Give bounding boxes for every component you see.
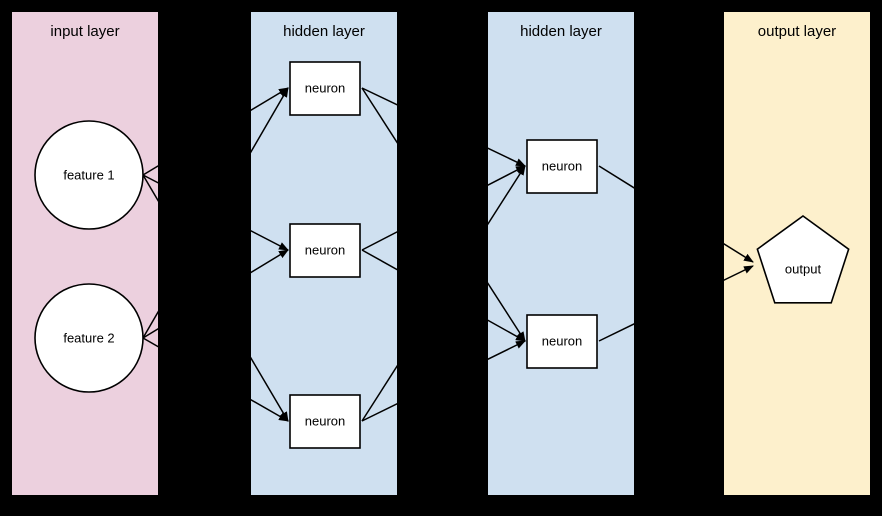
input-node-feature-1-label: feature 1: [63, 167, 114, 182]
layer-title-hidden2: hidden layer: [520, 23, 602, 40]
layer-output-nodes: output: [756, 215, 850, 304]
input-node-feature-1[interactable]: [34, 120, 144, 230]
edge-hidden1-1-to-hidden2-0: [361, 165, 526, 251]
input-node-feature-2-label: feature 2: [63, 330, 114, 345]
layer-hidden1-nodes: neuron neuron neuron: [289, 61, 361, 449]
edge-input-0-to-hidden1-2: [142, 174, 289, 422]
output-node-pentagon[interactable]: [756, 215, 850, 304]
edge-hidden1-2-to-hidden2-1: [361, 340, 526, 422]
hidden1-node-neuron-2[interactable]: [289, 223, 361, 278]
layer-title-hidden1: hidden layer: [283, 23, 365, 40]
hidden1-node-neuron-3[interactable]: [289, 394, 361, 449]
layer-input-nodes: feature 1 feature 2: [34, 120, 144, 393]
output-node-label: output: [785, 261, 822, 276]
edge-hidden1-1-to-hidden2-1: [361, 249, 526, 342]
layer-titles: input layer hidden layer hidden layer ou…: [50, 23, 836, 40]
hidden2-node-neuron-2-label: neuron: [542, 333, 582, 348]
edge-hidden1-2-to-hidden2-0: [361, 165, 526, 422]
hidden2-node-neuron-1-label: neuron: [542, 158, 582, 173]
layer-panel-input[interactable]: [12, 12, 158, 495]
edge-hidden1-0-to-hidden2-0: [361, 87, 526, 167]
hidden1-node-neuron-1-label: neuron: [305, 80, 345, 95]
edge-input-1-to-hidden1-2: [142, 337, 289, 422]
edge-input-1-to-hidden1-1: [142, 249, 289, 339]
edge-input-0-to-hidden1-0: [142, 87, 289, 176]
layer-title-input: input layer: [50, 23, 119, 40]
hidden2-node-neuron-2[interactable]: [526, 314, 598, 369]
input-node-feature-2[interactable]: [34, 283, 144, 393]
edge-hidden2-1-to-output-0: [598, 265, 754, 342]
hidden1-node-neuron-1[interactable]: [289, 61, 361, 116]
edge-input-1-to-hidden1-0: [142, 87, 289, 339]
edge-hidden1-0-to-hidden2-1: [361, 87, 526, 342]
layer-hidden2-nodes: neuron neuron: [526, 139, 598, 369]
layer-title-output: output layer: [758, 23, 836, 40]
hidden2-node-neuron-1[interactable]: [526, 139, 598, 194]
hidden1-node-neuron-3-label: neuron: [305, 413, 345, 428]
hidden1-node-neuron-2-label: neuron: [305, 242, 345, 257]
connection-edges: [142, 87, 754, 422]
layer-panel-hidden2[interactable]: [488, 12, 634, 495]
edge-hidden2-0-to-output-0: [598, 165, 754, 263]
